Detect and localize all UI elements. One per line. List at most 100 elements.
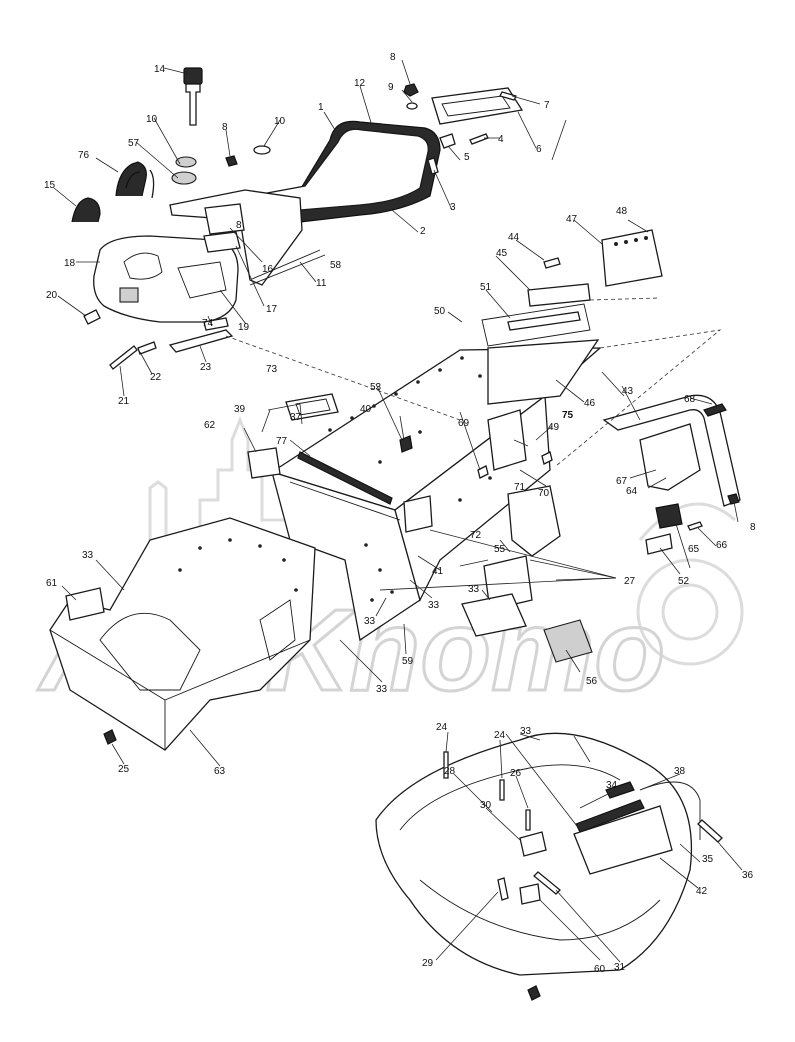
trim-34 [575,799,645,833]
callout-15: 15 [44,180,56,191]
bar-51 [507,311,581,331]
callout-7: 7 [544,100,550,111]
nut-8c [727,493,740,505]
bracket-55 [507,485,561,557]
rear-components [461,229,741,663]
callout-36: 36 [742,870,754,881]
nut-25 [103,729,117,745]
fuel-fitting-20 [83,309,101,325]
callout-62: 62 [204,420,216,431]
stud-3 [427,157,439,175]
callout-21: 21 [118,396,130,407]
bracket-61 [65,587,105,621]
callout-75: 75 [562,410,574,421]
callout-1: 1 [318,102,324,113]
callout-63: 63 [214,766,226,777]
callout-52: 52 [678,576,690,587]
callout-42: 42 [696,886,708,897]
callout-66: 66 [716,540,728,551]
strap-23 [168,329,234,353]
callout-70: 70 [538,488,550,499]
front-frame [49,517,316,751]
callout-33-hood: 33 [520,726,532,737]
bumper-43-inner [639,423,701,491]
callout-23: 23 [200,362,212,373]
callout-64: 64 [626,486,638,497]
callout-14: 14 [154,64,166,75]
callout-20: 20 [46,290,58,301]
callout-47: 47 [566,214,578,225]
callout-9: 9 [388,82,394,93]
frame-63-cutout [99,599,296,691]
callout-26: 26 [510,768,522,779]
callout-49: 49 [548,422,560,433]
callout-55: 55 [494,544,506,555]
plate-51-outline [481,303,591,347]
washer [253,145,271,155]
callout-33-bottom: 33 [376,684,388,695]
callout-19: 19 [238,322,250,333]
callout-60: 60 [594,964,606,975]
bolt-70 [541,451,553,465]
watermark-skyline-shape [148,415,302,560]
filler-neck [171,171,197,185]
bolt-69 [477,465,489,479]
plate-71 [487,409,527,471]
seat-hardware [203,83,524,253]
clip-60 [519,883,541,905]
leader-lines [53,59,743,963]
callout-69: 69 [458,418,470,429]
callout-35: 35 [702,854,714,865]
callout-5: 5 [464,152,470,163]
callout-12: 12 [354,78,366,89]
callout-33-lower: 33 [364,616,376,627]
callout-43: 43 [622,386,634,397]
bracket-16 [204,203,245,235]
callout-74: 74 [202,318,214,329]
washer-9 [406,102,418,110]
seat-assembly [169,120,441,286]
callout-33-center: 33 [428,600,440,611]
callout-72: 72 [470,530,482,541]
hinge-17 [203,231,241,253]
callout-76: 76 [78,150,90,161]
tunnel-bend-line [289,481,401,521]
fuel-line-15 [71,197,101,223]
callout-68: 68 [684,394,696,405]
fuel-tank-recess [123,252,227,299]
fuel-tank-label [119,287,139,303]
callout-34: 34 [606,780,618,791]
callout-39: 39 [234,404,246,415]
callout-4: 4 [498,134,504,145]
flap-47 [601,229,663,287]
grip-68 [703,403,727,417]
plate-72 [403,495,433,533]
grommet [175,156,197,168]
callout-50: 50 [434,306,446,317]
callout-8-seat: 8 [236,220,242,231]
bolt-24b [499,779,505,801]
bumper-43 [602,394,741,507]
callout-3: 3 [450,202,456,213]
bolt-66 [687,521,703,531]
bolt-4 [469,133,489,145]
hood-lower-line [419,879,661,941]
plate-52 [645,533,673,555]
callout-8-right: 8 [750,522,756,533]
callout-61: 61 [46,578,58,589]
pin-21 [109,345,138,370]
bracket-42 [573,805,673,875]
callout-48: 48 [616,206,628,217]
fuel-line-76b [149,169,155,199]
callout-44: 44 [508,232,520,243]
callout-33-hitch: 33 [468,584,480,595]
fuel-gauge-cap [183,67,203,85]
callout-25: 25 [118,764,130,775]
callout-24-left: 24 [436,722,448,733]
bracket-45 [527,283,591,307]
callout-53: 53 [370,382,382,393]
callout-51: 51 [480,282,492,293]
callout-40: 40 [360,404,372,415]
bolt-26 [525,809,531,831]
bolt-7 [499,91,517,101]
